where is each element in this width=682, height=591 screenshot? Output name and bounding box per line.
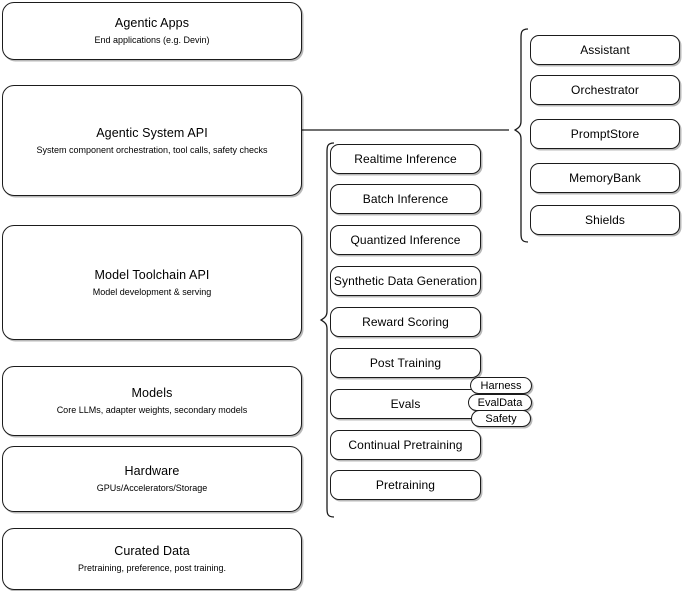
brace-system-components [513,28,529,243]
component-assistant[interactable]: Assistant [530,35,680,65]
component-label: Orchestrator [571,82,639,97]
layer-curated-data[interactable]: Curated Data Pretraining, preference, po… [2,528,302,590]
evals-tag-evaldata[interactable]: EvalData [468,394,532,411]
layer-model-toolchain-api[interactable]: Model Toolchain API Model development & … [2,225,302,340]
layer-subtitle: GPUs/Accelerators/Storage [96,483,208,493]
capability-batch-inference[interactable]: Batch Inference [330,184,481,214]
capability-label: Evals [390,396,421,411]
capability-label: Batch Inference [362,191,449,206]
layer-subtitle: Core LLMs, adapter weights, secondary mo… [56,405,248,415]
layer-title: Agentic Apps [114,16,190,30]
layer-title: Agentic System API [96,125,208,140]
component-label: PromptStore [570,126,640,141]
capability-label: Synthetic Data Generation [333,273,478,288]
component-label: Shields [584,212,626,227]
layer-subtitle: Pretraining, preference, post training. [77,563,227,573]
capability-pretraining[interactable]: Pretraining [330,470,481,500]
evals-tag-label: EvalData [477,396,523,409]
evals-tag-label: Safety [485,412,517,425]
layer-title: Model Toolchain API [94,267,210,282]
evals-tag-harness[interactable]: Harness [470,377,532,394]
component-memorybank[interactable]: MemoryBank [530,163,680,193]
capability-quantized-inference[interactable]: Quantized Inference [330,225,481,255]
layer-subtitle: Model development & serving [92,286,212,297]
component-shields[interactable]: Shields [530,205,680,235]
component-promptstore[interactable]: PromptStore [530,119,680,149]
component-label: MemoryBank [569,170,641,185]
evals-tag-safety[interactable]: Safety [471,410,531,427]
layer-subtitle: System component orchestration, tool cal… [36,144,268,155]
capability-label: Pretraining [375,477,436,492]
capability-label: Post Training [369,355,442,370]
layer-subtitle: End applications (e.g. Devin) [94,35,210,45]
capability-label: Realtime Inference [354,151,457,166]
capability-label: Reward Scoring [362,314,449,329]
component-label: Assistant [580,42,630,57]
component-orchestrator[interactable]: Orchestrator [530,75,680,105]
brace-toolchain-capabilities [319,142,335,518]
layer-agentic-system-api[interactable]: Agentic System API System component orch… [2,85,302,196]
capability-reward-scoring[interactable]: Reward Scoring [330,307,481,337]
capability-evals[interactable]: Evals [330,389,481,419]
layer-hardware[interactable]: Hardware GPUs/Accelerators/Storage [2,446,302,512]
capability-synthetic-data-generation[interactable]: Synthetic Data Generation [330,266,481,296]
capability-label: Continual Pretraining [348,437,463,452]
evals-tag-label: Harness [480,379,522,392]
capability-continual-pretraining[interactable]: Continual Pretraining [330,430,481,460]
layer-agentic-apps[interactable]: Agentic Apps End applications (e.g. Devi… [2,2,302,60]
layer-title: Curated Data [114,544,190,558]
layer-models[interactable]: Models Core LLMs, adapter weights, secon… [2,366,302,436]
capability-label: Quantized Inference [350,232,461,247]
capability-post-training[interactable]: Post Training [330,348,481,378]
layer-title: Models [131,386,173,400]
layer-title: Hardware [124,464,180,478]
capability-realtime-inference[interactable]: Realtime Inference [330,144,481,174]
